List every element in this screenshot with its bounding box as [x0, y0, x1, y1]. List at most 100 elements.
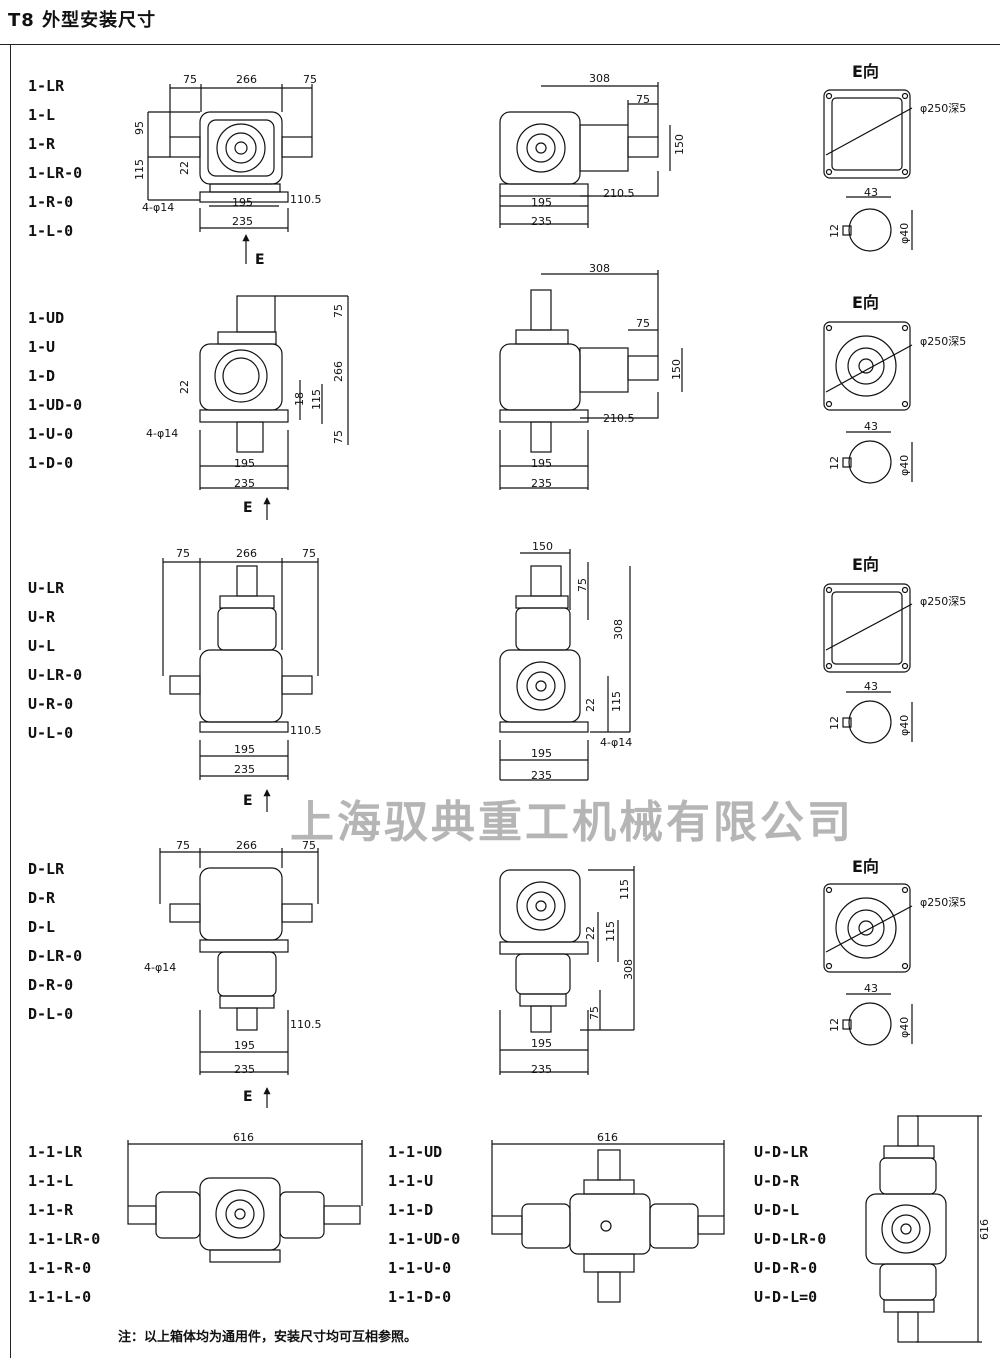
page-title: T8 外型安装尺寸 — [8, 10, 157, 31]
model-code: 1-D-0 — [28, 454, 74, 472]
row1-side-view — [499, 82, 671, 228]
row1-front-view — [147, 84, 313, 264]
dim-12: 12 — [828, 456, 841, 470]
dim-75: 75 — [302, 839, 316, 852]
dim-235: 235 — [234, 477, 255, 490]
dim-115: 115 — [610, 691, 623, 712]
dim-150: 150 — [532, 540, 553, 553]
dim-75: 75 — [302, 547, 316, 560]
dim-phi40: φ40 — [898, 1017, 911, 1038]
dim-210-5: 210.5 — [603, 187, 635, 200]
model-code: 1-U-0 — [28, 425, 74, 443]
model-code: 1-UD — [28, 309, 65, 327]
dim-75: 75 — [176, 839, 190, 852]
model-code: 1-1-D-0 — [388, 1288, 452, 1306]
e-view-title: E向 — [852, 293, 879, 312]
dim-75: 75 — [332, 304, 345, 318]
top-border — [0, 44, 1000, 45]
model-code: 1-1-UD-0 — [388, 1230, 461, 1248]
dim-75: 75 — [588, 1006, 601, 1020]
dim-22: 22 — [584, 926, 597, 940]
view-arrow-label: E — [255, 252, 265, 268]
row2-front-view — [199, 295, 349, 520]
left-border — [10, 44, 11, 1358]
model-list-2: 1-UD 1-U 1-D 1-UD-0 1-U-0 1-D-0 — [28, 304, 82, 478]
model-code: D-L — [28, 918, 56, 936]
model-code: U-L-0 — [28, 724, 74, 742]
company-watermark: 上海驭典重工机械有限公司 — [290, 797, 854, 848]
model-code: 1-1-LR-0 — [28, 1230, 101, 1248]
model-code: U-L — [28, 637, 56, 655]
model-code: 1-1-UD — [388, 1143, 443, 1161]
dim-110-5: 110.5 — [290, 1018, 322, 1031]
row1-e-view — [823, 89, 913, 252]
model-code: 1-1-R — [28, 1201, 74, 1219]
dim-235: 235 — [531, 1063, 552, 1076]
model-code: 1-1-L — [28, 1172, 74, 1190]
row3-side-view — [499, 549, 631, 781]
dim-75: 75 — [636, 93, 650, 106]
dim-110-5: 110.5 — [290, 724, 322, 737]
holes-label: 4-φ14 — [146, 427, 178, 440]
dim-43: 43 — [864, 982, 878, 995]
dim-308: 308 — [589, 262, 610, 275]
model-code: 1-1-U-0 — [388, 1259, 452, 1277]
dim-phi40: φ40 — [898, 455, 911, 476]
dim-195: 195 — [234, 457, 255, 470]
dim-75: 75 — [183, 73, 197, 86]
dim-phi40: φ40 — [898, 223, 911, 244]
model-code: 1-LR-0 — [28, 164, 83, 182]
model-list-3: U-LR U-R U-L U-LR-0 U-R-0 U-L-0 — [28, 574, 82, 748]
dim-150: 150 — [673, 134, 686, 155]
dim-43: 43 — [864, 680, 878, 693]
dim-195: 195 — [531, 457, 552, 470]
dim-115: 115 — [133, 159, 146, 180]
e-view-title: E向 — [852, 62, 879, 81]
holes-label: 4-φ14 — [142, 201, 174, 214]
model-code: 1-1-U — [388, 1172, 434, 1190]
model-code: 1-1-LR — [28, 1143, 83, 1161]
model-code: U-D-LR-0 — [754, 1230, 827, 1248]
row2-e-view — [823, 321, 913, 484]
dim-308: 308 — [622, 959, 635, 980]
dim-195: 195 — [232, 196, 253, 209]
model-code: D-LR — [28, 860, 65, 878]
row4-e-view — [823, 883, 913, 1046]
model-code: 1-R-0 — [28, 193, 74, 211]
dim-43: 43 — [864, 186, 878, 199]
dim-75: 75 — [576, 578, 589, 592]
dim-43: 43 — [864, 420, 878, 433]
model-code: 1-L — [28, 106, 56, 124]
dim-75: 75 — [636, 317, 650, 330]
dim-235: 235 — [234, 1063, 255, 1076]
model-code: U-LR — [28, 579, 65, 597]
model-code: 1-UD-0 — [28, 396, 83, 414]
model-code: D-L-0 — [28, 1005, 74, 1023]
dim-22: 22 — [178, 161, 191, 175]
e-view-title: E向 — [852, 857, 879, 876]
model-list-6: 1-1-UD 1-1-U 1-1-D 1-1-UD-0 1-1-U-0 1-1-… — [388, 1138, 460, 1312]
dim-235: 235 — [232, 215, 253, 228]
dim-308: 308 — [589, 72, 610, 85]
dim-115: 115 — [618, 879, 631, 900]
model-code: U-R-0 — [28, 695, 74, 713]
dim-115: 115 — [604, 921, 617, 942]
row4-front-view — [159, 848, 319, 1108]
dim-266: 266 — [332, 361, 345, 382]
dim-235: 235 — [531, 769, 552, 782]
model-code: 1-D — [28, 367, 56, 385]
dim-phi40: φ40 — [898, 715, 911, 736]
row3-front-view — [162, 558, 319, 812]
dim-235: 235 — [531, 215, 552, 228]
row4-side-view — [499, 866, 635, 1075]
view-arrow-label: E — [243, 793, 253, 809]
view-arrow-label: E — [243, 1089, 253, 1105]
dim-210-5: 210.5 — [603, 412, 635, 425]
model-code: D-LR-0 — [28, 947, 83, 965]
dim-235: 235 — [234, 763, 255, 776]
dim-75: 75 — [303, 73, 317, 86]
dim-12: 12 — [828, 716, 841, 730]
model-code: U-D-R — [754, 1172, 800, 1190]
